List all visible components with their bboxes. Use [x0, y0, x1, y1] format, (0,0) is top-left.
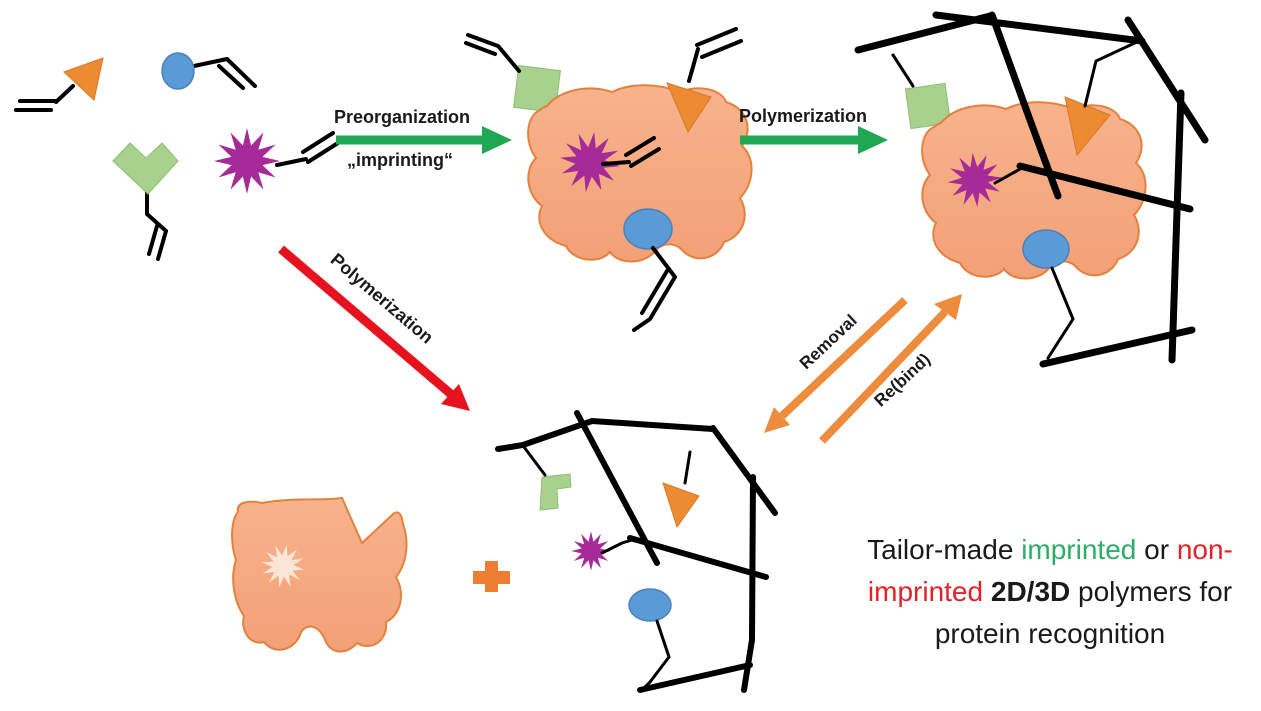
checkmark-site: [904, 82, 952, 130]
polymer-network-line: [495, 417, 716, 452]
arrow-head: [858, 126, 888, 154]
circle-site: [628, 588, 672, 622]
arrow-shaft: [819, 309, 948, 444]
checkmark-monomer-icon: [112, 142, 179, 195]
triangle-site: [662, 482, 700, 529]
vinyl-bond: [145, 188, 168, 261]
removal-arrow: Removal: [764, 297, 908, 433]
circle-site: [1022, 229, 1070, 269]
polymer-network-line: [741, 474, 756, 693]
arrow-shaft: [779, 297, 908, 419]
triangle-site: [1064, 96, 1111, 157]
monomer-circle: [161, 52, 257, 90]
preorganization-label: Preorganization: [334, 107, 470, 127]
vinyl-bond: [275, 131, 340, 167]
arrow-head: [764, 407, 790, 433]
checkmark-site: [513, 65, 561, 113]
polymer-network-line: [627, 535, 769, 580]
plus-icon: [473, 561, 510, 592]
template-complex: [464, 27, 753, 332]
polymer-network-line: [1168, 89, 1185, 364]
arrow-head: [441, 384, 470, 411]
caption-polymers-for: polymers for: [1078, 576, 1233, 607]
caption-imprinted-red: imprinted: [867, 576, 984, 607]
removal-label: Removal: [796, 311, 861, 373]
vinyl-bond: [464, 33, 521, 73]
vinyl-bond: [632, 246, 677, 332]
vinyl-bond: [601, 136, 661, 168]
caption-non: non-: [1176, 534, 1233, 565]
arrow-shaft: [278, 245, 455, 399]
nonimprinted-polymerization-arrow: Polymerization: [278, 245, 470, 411]
circle-site: [623, 208, 673, 250]
caption-or: or: [1136, 534, 1177, 565]
caption: Tailor-made imprinted or non- imprinted …: [838, 529, 1261, 655]
imprinted-polymer-bound: [854, 11, 1209, 368]
arrow-head: [482, 126, 512, 154]
circle-monomer-icon: [161, 52, 195, 90]
monomer-star: [214, 128, 340, 194]
polymerization-arrow: Polymerization: [739, 106, 888, 154]
preorganization-arrow: Preorganization „imprinting“: [334, 107, 512, 170]
caption-imprinted-green: imprinted: [1021, 534, 1137, 565]
caption-tailor-made: Tailor-made: [867, 534, 1022, 565]
crosslink-tether: [683, 450, 692, 485]
crosslink-tether: [1083, 39, 1141, 108]
protein-free: [231, 496, 408, 653]
monomer-checkmark: [112, 142, 179, 261]
polymerization-top-label: Polymerization: [739, 106, 867, 126]
checkmark-site: [539, 473, 572, 511]
imprinting-label: „imprinting“: [347, 150, 453, 170]
polymer-network-line: [1039, 326, 1196, 368]
crosslink-tether: [522, 445, 547, 477]
polymer-network-line: [637, 662, 753, 693]
polymer-network-line: [710, 425, 778, 516]
vinyl-bond: [687, 27, 743, 83]
polymer-network-line: [574, 410, 660, 566]
monomer-triangle: [14, 57, 104, 112]
star-monomer-icon: [214, 128, 280, 194]
imprinted-polymer-empty: [495, 410, 778, 693]
vinyl-bond: [14, 84, 75, 112]
released-protein: [231, 496, 408, 653]
caption-protein-recognition: protein recognition: [934, 618, 1166, 649]
polymer-network-line: [1124, 16, 1209, 144]
polymer-network-line: [1016, 162, 1194, 213]
crosslink-tether: [600, 538, 634, 555]
crosslink-tether: [891, 53, 915, 88]
arrow-head: [934, 294, 962, 320]
vinyl-bond: [192, 57, 257, 90]
triangle-monomer-icon: [63, 57, 104, 101]
polymer-network-line: [932, 11, 1146, 45]
crosslink-tether: [1046, 266, 1075, 360]
crosslink-tether: [641, 619, 671, 691]
triangle-site: [666, 82, 712, 134]
caption-2d3d: 2D/3D: [983, 576, 1079, 607]
